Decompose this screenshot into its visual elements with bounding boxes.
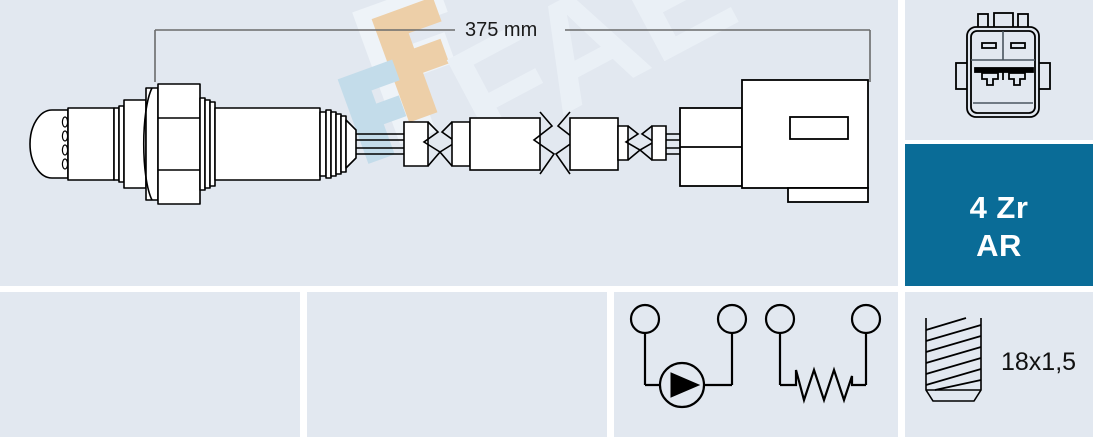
connector-face-icon <box>955 12 1051 118</box>
thread-diagram-icon <box>925 317 982 402</box>
connector-housing <box>679 79 869 203</box>
connector-view-panel <box>905 0 1093 140</box>
empty-panel-1 <box>0 292 300 437</box>
sensor-assembly-drawing: FAE <box>29 0 871 205</box>
badge-sensor-type: AR <box>976 228 1022 263</box>
spec-badge-panel: 4 Zr AR <box>905 144 1093 286</box>
cable-wires <box>356 133 404 155</box>
sensor-arrow-icon <box>670 372 701 398</box>
wiring-diagram-icon <box>629 303 882 409</box>
heater-resistor-icon <box>780 366 866 404</box>
dimension-label: 375 mm <box>465 19 538 41</box>
thread-hatching <box>925 317 982 391</box>
thread-spec-panel: 18x1,5 <box>905 292 1093 437</box>
thread-size-label: 18x1,5 <box>1001 348 1077 376</box>
dimension-line <box>154 29 871 82</box>
wiring-diagram-panel <box>614 292 898 437</box>
empty-panel-2 <box>307 292 607 437</box>
main-drawing-panel: FAE <box>0 0 898 286</box>
badge-wire-count: 4 Zr <box>969 190 1029 225</box>
